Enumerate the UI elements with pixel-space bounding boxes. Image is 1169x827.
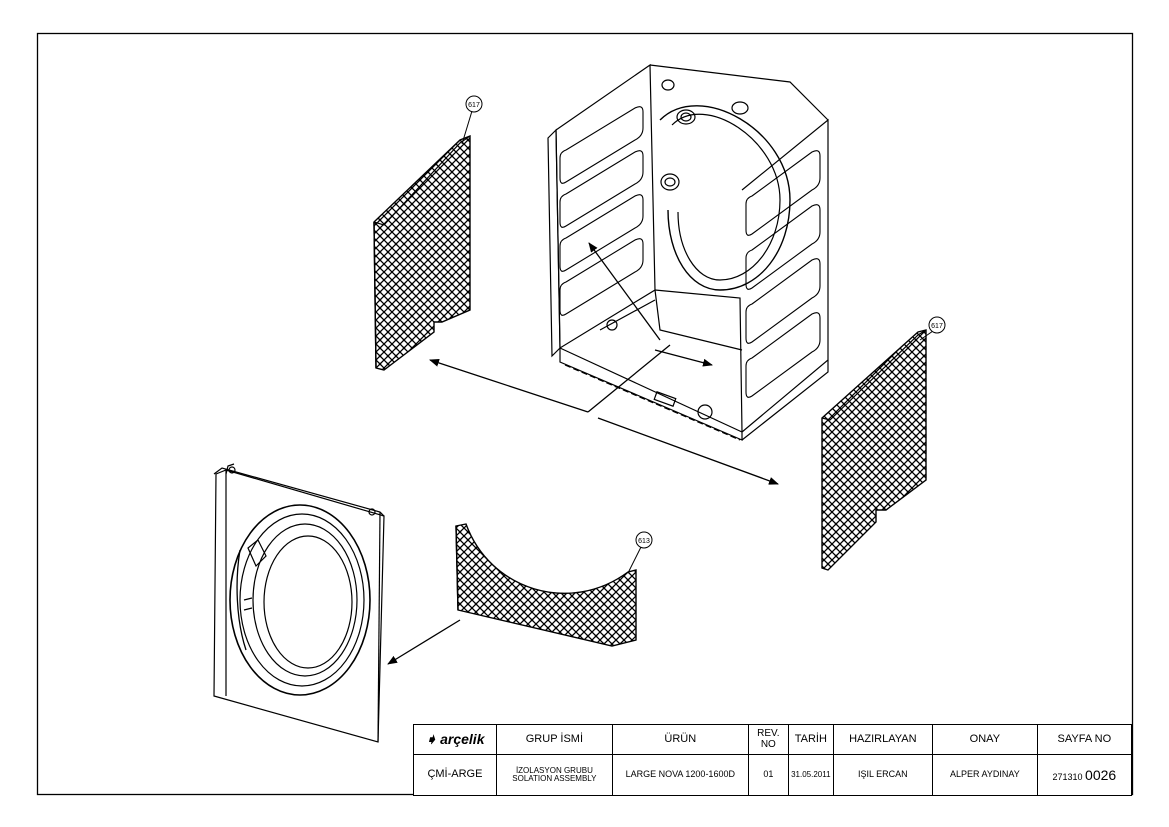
header-group-name: GRUP İSMİ	[495, 724, 613, 755]
svg-text:613: 613	[638, 538, 650, 545]
callout-leaders	[461, 110, 934, 574]
insulation-panel-613	[455, 523, 637, 647]
page-no-prefix: 271310	[1052, 771, 1083, 782]
logo-text: arçelik	[440, 731, 485, 748]
page-no-suffix: 0026	[1085, 766, 1117, 783]
header-approval: ONAY	[932, 724, 1038, 755]
svg-text:617: 617	[468, 102, 480, 109]
callout-613: 613	[635, 531, 653, 549]
header-prepared-by: HAZIRLAYAN	[832, 724, 934, 755]
date-value: 31.05.2011	[788, 754, 834, 796]
cabinet-right-ribs	[745, 150, 821, 398]
title-block: ➧arçelik GRUP İSMİ ÜRÜN REV. NO TARİH HA…	[413, 724, 1133, 796]
header-page-no: SAYFA NO	[1036, 724, 1133, 755]
insulation-panel-617-left	[373, 134, 471, 371]
header-date: TARİH	[788, 724, 834, 755]
front-panel	[213, 463, 385, 743]
group-name-tr: İZOLASYON GRUBU	[515, 765, 593, 775]
insulation-panel-617-right	[821, 329, 927, 571]
company-logo: ➧arçelik	[413, 724, 497, 755]
logo-mark-icon: ➧	[425, 731, 438, 748]
callout-617-left: 617	[465, 95, 483, 113]
prepared-by-value: IŞIL ERCAN	[832, 754, 934, 796]
group-name-en: SOLATION ASSEMBLY	[512, 774, 597, 783]
rev-no-value: 01	[747, 754, 790, 796]
callout-617-right: 617	[928, 316, 946, 334]
assembly-arrows	[387, 242, 779, 665]
page-no-value: 271310 0026	[1036, 754, 1133, 796]
department: ÇMİ-ARGE	[413, 754, 497, 796]
cabinet-left-ribs	[559, 106, 644, 316]
approval-value: ALPER AYDINAY	[932, 754, 1038, 796]
header-rev-no: REV. NO	[747, 724, 790, 755]
cabinet-body	[547, 63, 829, 441]
svg-text:617: 617	[931, 323, 943, 330]
header-product: ÜRÜN	[611, 724, 749, 755]
product-value: LARGE NOVA 1200-1600D	[611, 754, 749, 796]
